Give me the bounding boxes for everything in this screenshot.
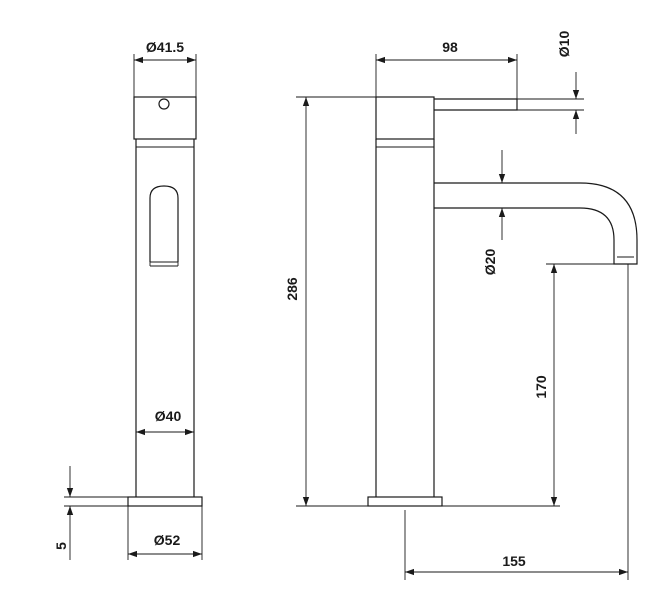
base-height-label: 5 <box>53 542 69 550</box>
dimensions: Ø41.5 Ø40 Ø52 5 98 Ø10 Ø20 286 170 <box>53 31 629 580</box>
lever-hole-icon <box>158 98 170 110</box>
lever-length-label: 98 <box>442 39 458 55</box>
spout <box>434 182 638 265</box>
head-diameter-label: Ø41.5 <box>146 39 184 55</box>
side-view-head <box>133 96 197 140</box>
lever-handle <box>434 98 518 111</box>
side-view-base <box>127 496 203 507</box>
spout-diameter-label: Ø20 <box>482 249 498 276</box>
front-view-head <box>375 96 435 140</box>
spout-height-label: 170 <box>533 375 549 399</box>
lever-diameter-label: Ø10 <box>556 31 572 58</box>
front-view-base <box>367 496 443 507</box>
side-view <box>127 96 203 507</box>
front-view <box>367 96 638 507</box>
total-height-label: 286 <box>284 277 300 301</box>
body-diameter-label: Ø40 <box>155 408 182 424</box>
side-view-body <box>135 139 195 497</box>
base-diameter-label: Ø52 <box>154 532 181 548</box>
spout-reach-label: 155 <box>502 553 526 569</box>
front-view-body <box>375 139 435 497</box>
aerator-slot <box>149 185 179 262</box>
